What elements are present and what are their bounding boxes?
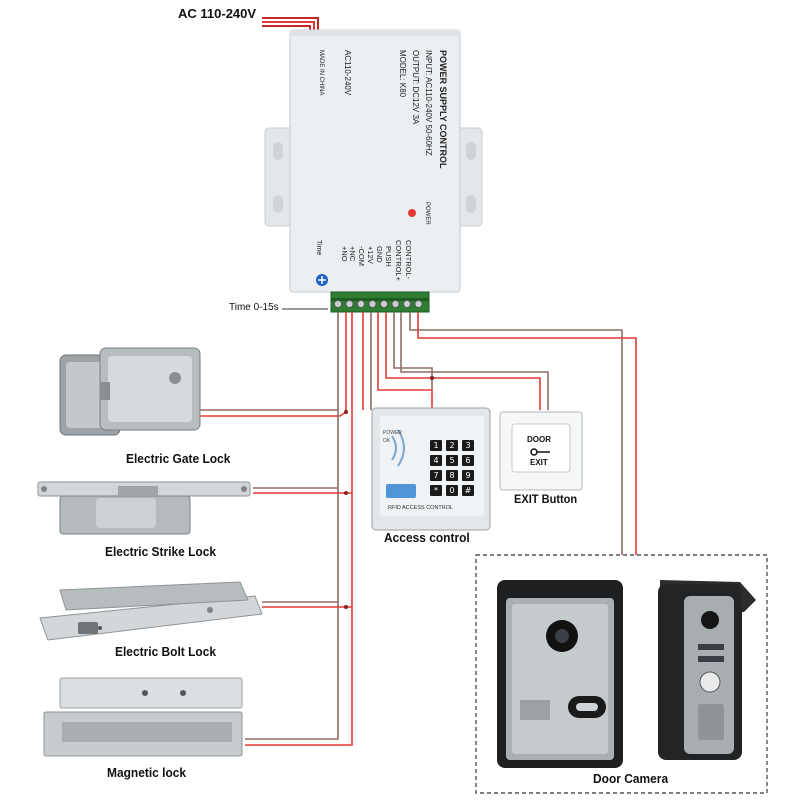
keypad-key[interactable]: 2	[446, 440, 458, 451]
magnetic-lock-image	[43, 677, 243, 757]
psu-made-in: MADE IN CHINA	[318, 50, 324, 96]
strike-lock-caption: Electric Strike Lock	[105, 544, 217, 559]
electric-gate-lock-image	[59, 347, 201, 436]
door-camera-caption: Door Camera	[593, 771, 669, 786]
exit-button-caption: EXIT Button	[514, 492, 578, 506]
psu-title: POWER SUPPLY CONTROL	[438, 50, 448, 169]
door-camera-front-image	[497, 580, 623, 768]
keypad-key[interactable]: 5	[446, 455, 458, 466]
psu-model: MODEL: K80	[398, 50, 407, 98]
terminal-label-nc: +NC	[348, 246, 357, 262]
psu-input-spec: INPUT: AC110-240V 50-60HZ	[424, 50, 433, 156]
terminal-screw-icon	[345, 299, 354, 309]
terminal-label-12v: +12V	[366, 246, 375, 264]
keypad-key[interactable]: 4	[430, 455, 442, 466]
keypad-indicator-power: POWER	[383, 430, 402, 436]
time-note: Time 0-15s	[229, 302, 279, 313]
psu-time-knob-label: Time	[315, 240, 322, 256]
ac-input-label: AC 110-240V	[178, 6, 257, 21]
keypad-key[interactable]: 1	[430, 440, 442, 451]
terminal-screw-icon	[414, 299, 423, 309]
terminal-label-gnd: GND	[375, 246, 384, 263]
gate-lock-caption: Electric Gate Lock	[126, 451, 231, 466]
access-control-caption: Access control	[384, 530, 470, 545]
keypad-key[interactable]: #	[462, 485, 474, 496]
terminal-screw-icon	[402, 299, 412, 309]
exit-plate-door-text: DOOR	[527, 435, 551, 444]
electric-strike-lock-image	[37, 481, 251, 535]
keypad-key[interactable]: *	[430, 485, 442, 496]
terminal-screw-icon	[333, 299, 343, 309]
keypad-key[interactable]: 3	[462, 440, 474, 451]
electric-bolt-lock-image	[39, 581, 263, 641]
terminal-label-push: PUSH	[384, 246, 393, 267]
terminal-block	[330, 291, 430, 313]
psu-output-spec: OUTPUT: DC12V 3A	[411, 50, 420, 125]
terminal-label-com: -COM	[357, 246, 366, 266]
power-led-icon	[408, 209, 416, 217]
bolt-lock-caption: Electric Bolt Lock	[115, 644, 217, 659]
terminal-label-control-plus: CONTROL+	[394, 240, 403, 282]
magnetic-lock-caption: Magnetic lock	[107, 765, 187, 780]
exit-plate-exit-text: EXIT	[530, 458, 548, 467]
keypad-key[interactable]: 7	[430, 470, 442, 481]
exit-button-plate	[499, 411, 583, 491]
door-camera-side-image	[658, 580, 756, 760]
keypad-key[interactable]: 8	[446, 470, 458, 481]
keypad-indicator-ok: OK	[383, 438, 391, 444]
terminal-screw-icon	[379, 299, 389, 309]
keypad-key[interactable]: 9	[462, 470, 474, 481]
terminal-label-control-minus: CONTROL-	[404, 240, 413, 280]
keypad-key[interactable]: 6	[462, 455, 474, 466]
access-control-keypad	[371, 407, 491, 531]
psu-side-voltage: AC110-240V	[343, 50, 352, 96]
terminal-screw-icon	[356, 299, 366, 309]
terminal-screw-icon	[368, 299, 377, 309]
keypad-brand: RFID ACCESS CONTROL	[388, 505, 454, 511]
keypad-key[interactable]: 0	[446, 485, 458, 496]
psu-power-indicator-label: POWER	[424, 202, 430, 225]
terminal-screw-icon	[391, 299, 400, 309]
door-camera-group-frame	[475, 554, 768, 794]
power-supply-unit	[264, 29, 483, 293]
